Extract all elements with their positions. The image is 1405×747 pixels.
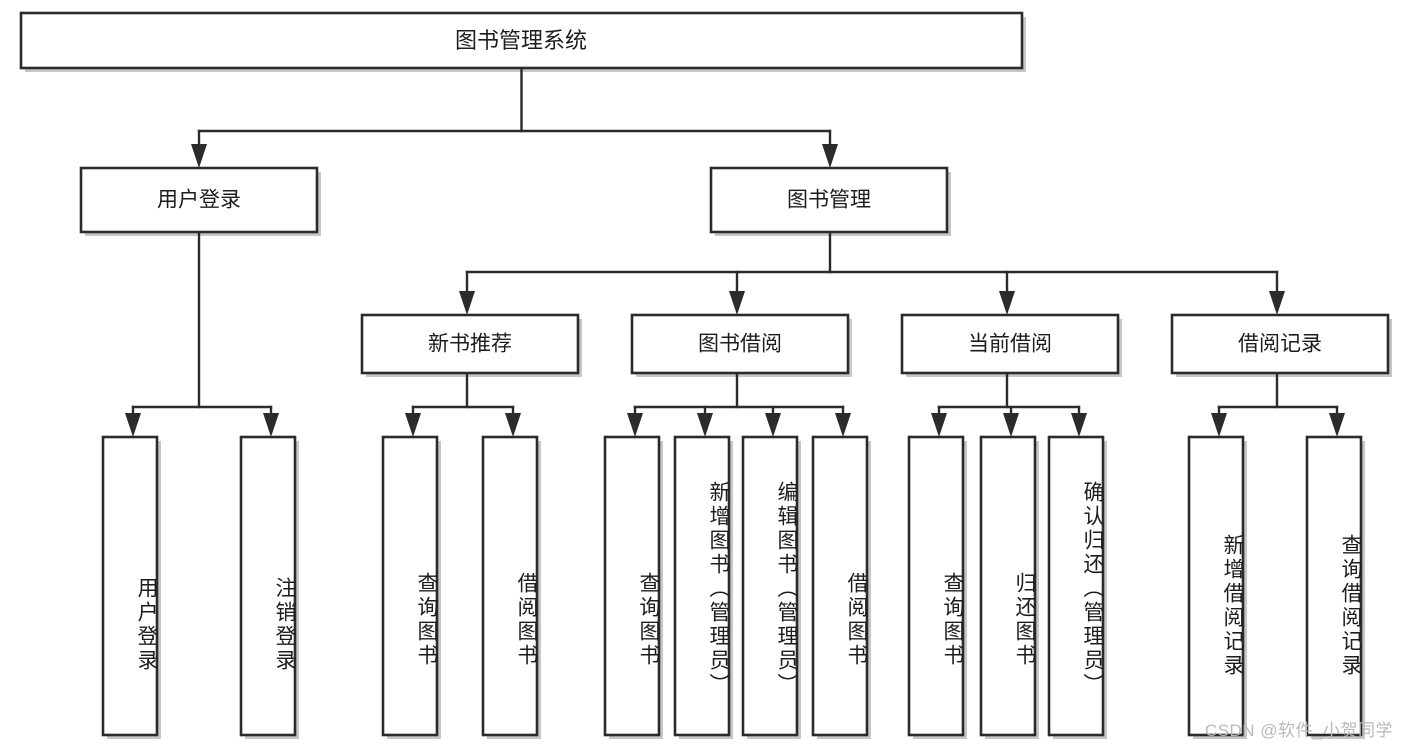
arrowhead-leaf-12 <box>1211 413 1227 437</box>
node-box-leaf-query-book-1[interactable] <box>381 435 439 737</box>
watermark-text: CSDN @软件_小贺同学 <box>1204 721 1393 740</box>
arrowhead-book-manage <box>822 144 838 168</box>
node-box-leaf-confirm-return[interactable] <box>1047 435 1105 737</box>
node-box-current-borrow[interactable] <box>900 313 1120 375</box>
arrowhead-leaf-7 <box>765 413 781 437</box>
arrowhead-leaf-8 <box>835 413 851 437</box>
node-box-leaf-query-book-2[interactable] <box>603 435 661 737</box>
node-box-leaf-return-book[interactable] <box>979 435 1037 737</box>
arrowhead-leaf-11 <box>1071 413 1087 437</box>
arrowhead-leaf-4 <box>505 413 521 437</box>
node-box-book-manage[interactable] <box>709 166 949 234</box>
arrowhead-leaf-10 <box>1003 413 1019 437</box>
node-box-leaf-query-record[interactable] <box>1305 435 1363 737</box>
node-box-leaf-user-login[interactable] <box>101 435 159 737</box>
label-borrow-record: 借阅记录 <box>1238 333 1322 356</box>
arrowhead-current-borrow <box>999 291 1015 315</box>
label-new-book-rec: 新书推荐 <box>428 333 512 356</box>
arrowhead-new-book-rec <box>459 291 475 315</box>
node-box-leaf-add-book[interactable] <box>673 435 731 737</box>
node-box-user-login[interactable] <box>79 166 319 234</box>
node-box-layer <box>19 11 1390 737</box>
arrowhead-leaf-5 <box>627 413 643 437</box>
node-box-leaf-borrow-book-2[interactable] <box>811 435 869 737</box>
node-box-leaf-borrow-book-1[interactable] <box>481 435 539 737</box>
arrowhead-leaf-6 <box>697 413 713 437</box>
arrowhead-leaf-2 <box>263 413 279 437</box>
label-user-login: 用户登录 <box>157 189 241 212</box>
arrowhead-leaf-9 <box>931 413 947 437</box>
node-box-book-borrow[interactable] <box>630 313 850 375</box>
node-box-leaf-query-book-3[interactable] <box>907 435 965 737</box>
arrowhead-leaf-1 <box>125 413 141 437</box>
arrowhead-user-login <box>191 144 207 168</box>
node-label-layer: 图书管理系统 用户登录 图书管理 新书推荐 图书借阅 当前借阅 借阅记录 <box>157 28 1322 356</box>
node-box-leaf-edit-book[interactable] <box>741 435 799 737</box>
label-book-manage: 图书管理 <box>787 189 871 212</box>
node-box-new-book-rec[interactable] <box>360 313 580 375</box>
arrowhead-borrow-record <box>1269 291 1285 315</box>
label-current-borrow: 当前借阅 <box>968 333 1052 356</box>
label-root: 图书管理系统 <box>455 28 587 53</box>
node-box-leaf-add-record[interactable] <box>1187 435 1245 737</box>
label-book-borrow: 图书借阅 <box>698 333 782 356</box>
node-box-root[interactable] <box>19 11 1024 70</box>
edge-layer <box>125 66 1345 437</box>
arrowhead-leaf-3 <box>405 413 421 437</box>
node-box-borrow-record[interactable] <box>1170 313 1390 375</box>
arrowhead-leaf-13 <box>1329 413 1345 437</box>
node-box-leaf-logout[interactable] <box>239 435 297 737</box>
arrowhead-book-borrow <box>729 291 745 315</box>
